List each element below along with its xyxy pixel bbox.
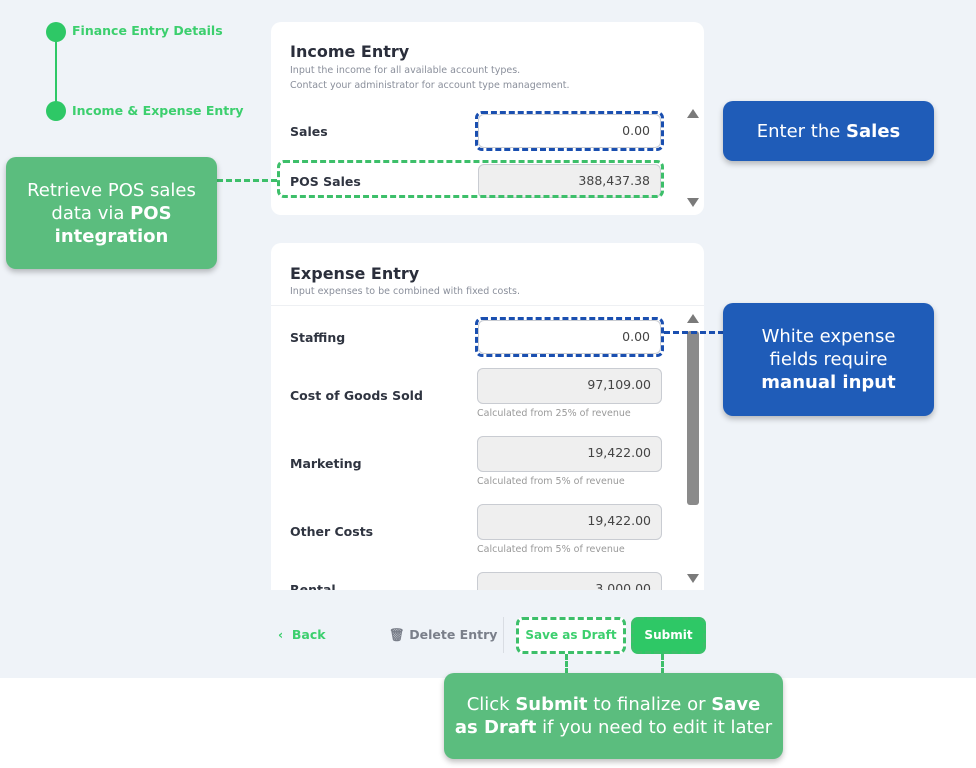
submit-callout-text-2: to finalize or — [587, 694, 712, 715]
manual-callout-bold: manual input — [761, 372, 896, 393]
delete-label: Delete Entry — [409, 627, 498, 642]
other-costs-hint: Calculated from 5% of revenue — [477, 544, 625, 555]
manual-input-callout: White expense fields require manual inpu… — [723, 303, 934, 416]
step-finance-entry-details[interactable]: Finance Entry Details — [72, 23, 223, 38]
sales-highlight — [475, 111, 664, 151]
staffing-label: Staffing — [290, 330, 346, 345]
trash-icon: 🗑 — [389, 627, 410, 642]
marketing-label: Marketing — [290, 456, 362, 471]
income-entry-card: Income Entry Input the income for all av… — [271, 22, 704, 215]
income-subtitle-1: Input the income for all available accou… — [290, 65, 521, 76]
marketing-hint: Calculated from 5% of revenue — [477, 476, 625, 487]
pos-sales-label: POS Sales — [290, 174, 361, 189]
step-connector — [55, 38, 57, 106]
step-dot-1 — [46, 22, 66, 42]
other-costs-label: Other Costs — [290, 524, 374, 539]
pos-callout-bold: POS integration — [54, 202, 172, 247]
sales-callout: Enter the Sales — [723, 101, 934, 161]
pos-sales-highlight — [277, 160, 664, 198]
staffing-highlight — [475, 317, 664, 357]
income-subtitle-2: Contact your administrator for account t… — [290, 80, 570, 91]
scroll-up-icon[interactable] — [687, 314, 699, 323]
other-costs-input: 19,422.00 — [477, 504, 662, 540]
pos-connector — [217, 179, 277, 182]
submit-callout-bold-2: Save as Draft — [454, 694, 761, 738]
scroll-down-icon[interactable] — [687, 198, 699, 207]
manual-callout-text: White expense fields require — [761, 326, 896, 370]
expense-entry-card: Expense Entry Input expenses to be combi… — [271, 243, 704, 590]
marketing-input: 19,422.00 — [477, 436, 662, 472]
chevron-left-icon: ‹ — [278, 627, 292, 642]
divider — [503, 617, 504, 653]
back-label: Back — [291, 627, 326, 642]
pos-callout-text: Retrieve POS sales data via — [27, 179, 196, 224]
sales-input[interactable]: 0.00 — [478, 114, 661, 148]
delete-entry-button[interactable]: 🗑 Delete Entry — [389, 627, 497, 643]
rental-label: Rental — [290, 582, 336, 590]
submit-button[interactable]: Submit — [631, 617, 706, 654]
save-as-draft-button[interactable]: Save as Draft — [516, 617, 626, 654]
sales-label: Sales — [290, 124, 328, 139]
sales-callout-text: Enter the — [756, 120, 847, 142]
expense-title: Expense Entry — [290, 264, 420, 283]
submit-callout: Click Submit to finalize or Save as Draf… — [444, 673, 783, 759]
sales-callout-bold: Sales — [846, 120, 901, 142]
scrollbar-thumb[interactable] — [687, 331, 699, 505]
cogs-hint: Calculated from 25% of revenue — [477, 408, 631, 419]
step-dot-2 — [46, 101, 66, 121]
scroll-up-icon[interactable] — [687, 109, 699, 118]
submit-connector — [661, 654, 664, 674]
submit-callout-text-3: if you need to edit it later — [536, 717, 773, 738]
staffing-input[interactable]: 0.00 — [478, 320, 661, 354]
submit-callout-text: Click — [466, 694, 516, 715]
expense-subtitle: Input expenses to be combined with fixed… — [290, 286, 520, 297]
rental-input: 3,000.00 — [477, 572, 662, 590]
income-title: Income Entry — [290, 42, 410, 61]
divider — [271, 305, 704, 306]
step-income-expense-entry[interactable]: Income & Expense Entry — [72, 103, 244, 118]
scroll-down-icon[interactable] — [687, 574, 699, 583]
cogs-label: Cost of Goods Sold — [290, 388, 423, 403]
submit-callout-bold-1: Submit — [515, 694, 588, 715]
pos-callout: Retrieve POS sales data via POS integrat… — [6, 157, 217, 269]
cogs-input: 97,109.00 — [477, 368, 662, 404]
back-button[interactable]: ‹ Back — [278, 627, 326, 642]
manual-connector — [664, 331, 724, 334]
draft-connector — [565, 654, 568, 674]
